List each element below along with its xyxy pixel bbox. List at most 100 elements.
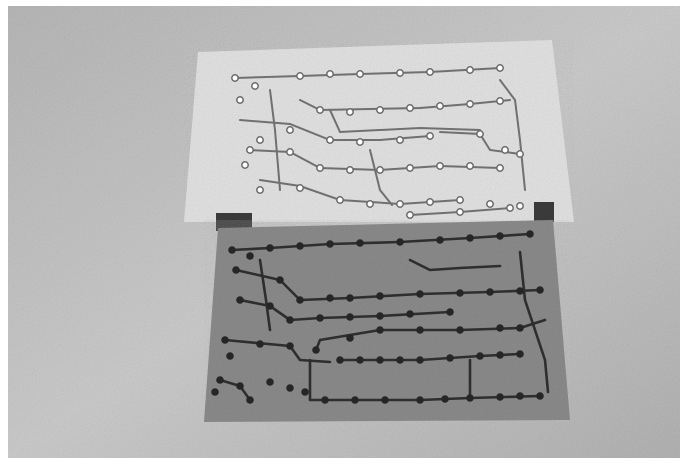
board-pad [456,289,464,297]
board-pad [446,308,454,316]
paper-pad [426,198,434,206]
board-pad [496,324,504,332]
board-pad [346,313,354,321]
paper-pad [506,204,514,212]
board-pad [416,290,424,298]
paper-pad [396,136,404,144]
paper-pad [496,64,504,72]
board-pad [226,352,234,360]
board-pad [486,288,494,296]
paper-pad [326,136,334,144]
paper-trace [269,89,281,191]
board-pad [536,392,544,400]
board-pad [236,382,244,390]
paper-artwork [184,40,574,222]
board-pad [236,296,244,304]
paper-pad [426,132,434,140]
paper-pad [256,186,264,194]
paper-pad [356,70,364,78]
board-pad [466,234,474,242]
board-pad [312,346,320,354]
board-pad [301,388,309,396]
board-pad [326,240,334,248]
board-pad [441,395,449,403]
board-pad [496,232,504,240]
paper-pad [376,166,384,174]
board-pad [416,326,424,334]
board-pad [516,287,524,295]
paper-pad [496,97,504,105]
paper-pad [286,126,294,134]
board-pad [376,356,384,364]
paper-pad [346,108,354,116]
paper-pad [501,146,509,154]
board-pad [266,378,274,386]
board-pad [246,396,254,404]
board-pad [232,266,240,274]
paper-pad [356,138,364,146]
paper-pad [256,136,264,144]
board-pad [266,244,274,252]
board-trace [258,258,272,332]
board-pad [356,356,364,364]
board-pad [221,336,229,344]
board-pad [346,294,354,302]
board-pad [276,276,284,284]
board-pad [516,324,524,332]
edge-blocks [216,202,554,231]
paper-pad [516,150,524,158]
board-pad [466,394,474,402]
paper-pad [246,146,254,154]
board-trace [518,250,550,394]
board-pad [456,326,464,334]
board-pad [516,392,524,400]
paper-trace [499,79,526,191]
paper-pad [476,130,484,138]
board-pad [436,236,444,244]
paper-pad [346,166,354,174]
paper-pad [466,66,474,74]
board-pad [246,252,254,260]
board-pad [446,354,454,362]
paper-pad [236,96,244,104]
board-pad [286,384,294,392]
board-pad [406,310,414,318]
board-pad [416,356,424,364]
paper-pad [466,162,474,170]
paper-pad [241,161,249,169]
board-pad [496,351,504,359]
board-pad [376,312,384,320]
paper-pad [406,164,414,172]
paper-pad [251,82,259,90]
board-pad [216,376,224,384]
paper-pad [486,200,494,208]
paper-pad [406,104,414,112]
board-pad [211,388,219,396]
paper-pad [231,74,239,82]
board-trace [230,232,532,252]
board-pad [321,396,329,404]
board-pad [266,302,274,310]
board-pad [256,340,264,348]
board-trace [238,298,452,322]
paper-trace [299,99,511,112]
board-pad [416,396,424,404]
paper-pad [436,162,444,170]
paper-pad [366,200,374,208]
board-pad [356,239,364,247]
board-pad [296,296,304,304]
board-pad [396,238,404,246]
board-pad [286,342,294,350]
board-trace [408,258,502,272]
board-pad [296,242,304,250]
paper-pad [326,70,334,78]
paper-pad [396,69,404,77]
paper-pad [296,72,304,80]
paper-pad [496,164,504,172]
board-pad [376,292,384,300]
board-pad [286,316,294,324]
board-pad [336,356,344,364]
paper-pad [406,211,414,219]
